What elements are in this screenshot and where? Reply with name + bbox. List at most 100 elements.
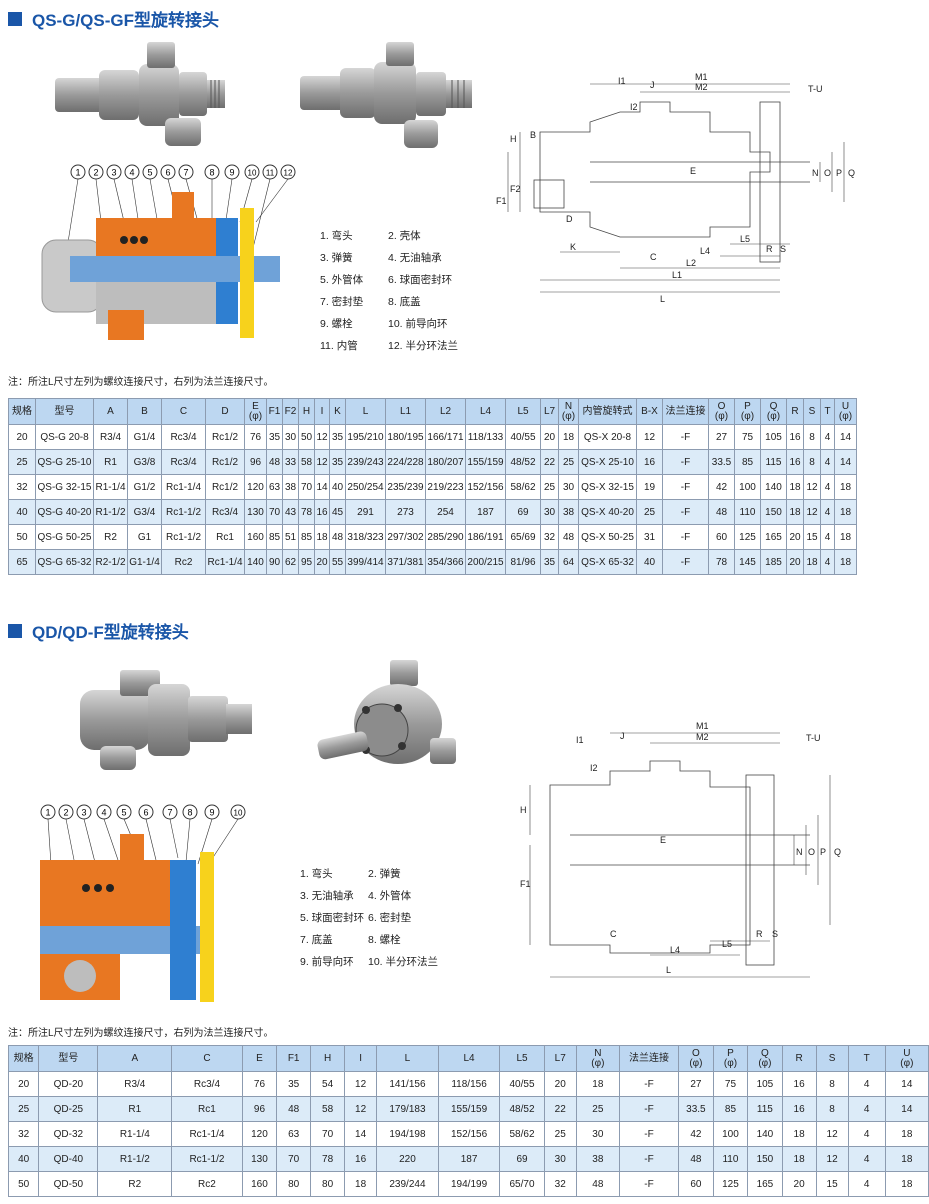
- table-cell: 58/62: [499, 1121, 545, 1147]
- table-cell: 100: [712, 1121, 749, 1147]
- table-cell: 16: [786, 449, 804, 475]
- dim-i1: I1: [576, 735, 584, 745]
- table-cell: -F: [662, 549, 709, 575]
- table-cell: -F: [662, 499, 709, 525]
- table-cell: 4: [847, 1121, 886, 1147]
- table-cell: 38: [558, 499, 579, 525]
- table-cell: QD-40: [38, 1146, 99, 1172]
- column-header: L4: [465, 398, 506, 425]
- table-cell: G1: [127, 524, 162, 550]
- table-cell: 4: [847, 1171, 886, 1197]
- table-cell: Rc2: [161, 549, 206, 575]
- table-cell: 25: [558, 449, 579, 475]
- table-cell: 40: [7, 1146, 40, 1172]
- column-header: I: [314, 398, 330, 425]
- dim-c: C: [610, 929, 617, 939]
- table-cell: 8: [815, 1071, 849, 1097]
- product-photo-qs-g-1: [55, 42, 225, 146]
- column-header: E: [241, 1045, 278, 1072]
- table-cell: 42: [678, 1121, 714, 1147]
- column-header: L5: [505, 398, 541, 425]
- table-cell: 90: [266, 549, 283, 575]
- table-cell: 81/96: [505, 549, 541, 575]
- table-cell: 27: [678, 1071, 714, 1097]
- part-item: 8. 螺栓: [368, 934, 401, 946]
- part-item: 6. 密封垫: [368, 912, 412, 924]
- table-cell: 78: [310, 1146, 346, 1172]
- table-cell: 4: [820, 499, 835, 525]
- table-cell: 85: [298, 524, 315, 550]
- callout-1: 1: [45, 808, 50, 818]
- table-cell: 75: [712, 1071, 749, 1097]
- table-cell: Rc1: [171, 1096, 243, 1122]
- table-cell: 58/62: [505, 474, 541, 500]
- table-cell: R1-1/2: [97, 1146, 173, 1172]
- table-cell: 20: [786, 524, 804, 550]
- table-cell: 50: [7, 1171, 40, 1197]
- table-cell: 12: [344, 1096, 378, 1122]
- table-cell: 160: [241, 1171, 278, 1197]
- dim-m1: M1: [695, 72, 708, 82]
- table-cell: 16: [636, 449, 663, 475]
- table-cell: QS-X 65-32: [578, 549, 637, 575]
- dim-l: L: [666, 965, 671, 975]
- table-cell: 165: [747, 1171, 783, 1197]
- table-cell: 118/133: [465, 424, 506, 450]
- table-cell: 195/210: [345, 424, 386, 450]
- callout-4: 4: [101, 808, 106, 818]
- table-cell: QD-50: [38, 1171, 99, 1197]
- column-header: E (φ): [244, 398, 267, 425]
- dim-h: H: [510, 134, 517, 144]
- table-cell: 32: [543, 1171, 577, 1197]
- section1-title: QS-G/QS-GF型旋转接头: [8, 6, 219, 31]
- table-cell: 63: [276, 1121, 312, 1147]
- table-cell: QD-25: [38, 1096, 99, 1122]
- table-cell: 12: [344, 1071, 378, 1097]
- table-cell: 118/156: [437, 1071, 501, 1097]
- dim-i1: I1: [618, 76, 626, 86]
- table-cell: 140: [244, 549, 267, 575]
- table-cell: 33: [282, 449, 299, 475]
- table-cell: 130: [241, 1146, 278, 1172]
- table-cell: 58: [298, 449, 315, 475]
- table-cell: 12: [314, 424, 330, 450]
- table-cell: 40/55: [505, 424, 541, 450]
- table-cell: R3/4: [97, 1071, 173, 1097]
- cutaway-diagram-qd: 1 2 3 4 5 6 7 8 9 10: [40, 804, 246, 1002]
- parts-list-qs-g: 1. 弯头 2. 壳体 3. 弹簧 4. 无油轴承 5. 外管体 6. 球面密封…: [320, 228, 488, 353]
- column-header: S: [803, 398, 821, 425]
- table-cell: Rc3/4: [161, 449, 206, 475]
- callout-12: 12: [284, 169, 293, 178]
- dim-n: N: [812, 168, 819, 178]
- table-cell: 35: [266, 424, 283, 450]
- table-cell: 35: [276, 1071, 312, 1097]
- table-cell: 180/195: [385, 424, 426, 450]
- table-cell: 62: [282, 549, 299, 575]
- column-header: P (φ): [712, 1045, 749, 1072]
- table-cell: 51: [282, 524, 299, 550]
- part-item: 2. 壳体: [388, 230, 421, 242]
- dim-l4: L4: [670, 945, 680, 955]
- technical-drawing-qd: M1 M2 I1 J I2 T-U H F1 C E N O P Q R S L…: [520, 721, 841, 978]
- table-cell: Rc1-1/2: [161, 499, 206, 525]
- table-cell: 20: [786, 549, 804, 575]
- table-cell: 18: [884, 1171, 929, 1197]
- table-cell: G3/4: [127, 499, 162, 525]
- callout-10: 10: [248, 169, 257, 178]
- table-cell: 120: [244, 474, 267, 500]
- table-cell: 15: [815, 1171, 849, 1197]
- table-cell: QS-X 50-25: [578, 524, 637, 550]
- table-cell: 160: [244, 524, 267, 550]
- callout-6: 6: [165, 168, 170, 178]
- dim-s: S: [772, 929, 778, 939]
- table-cell: 70: [266, 499, 283, 525]
- column-header: P (φ): [734, 398, 761, 425]
- table-cell: 48: [266, 449, 283, 475]
- table-cell: 105: [760, 424, 787, 450]
- table-cell: 20: [8, 424, 36, 450]
- table-cell: 285/290: [425, 524, 466, 550]
